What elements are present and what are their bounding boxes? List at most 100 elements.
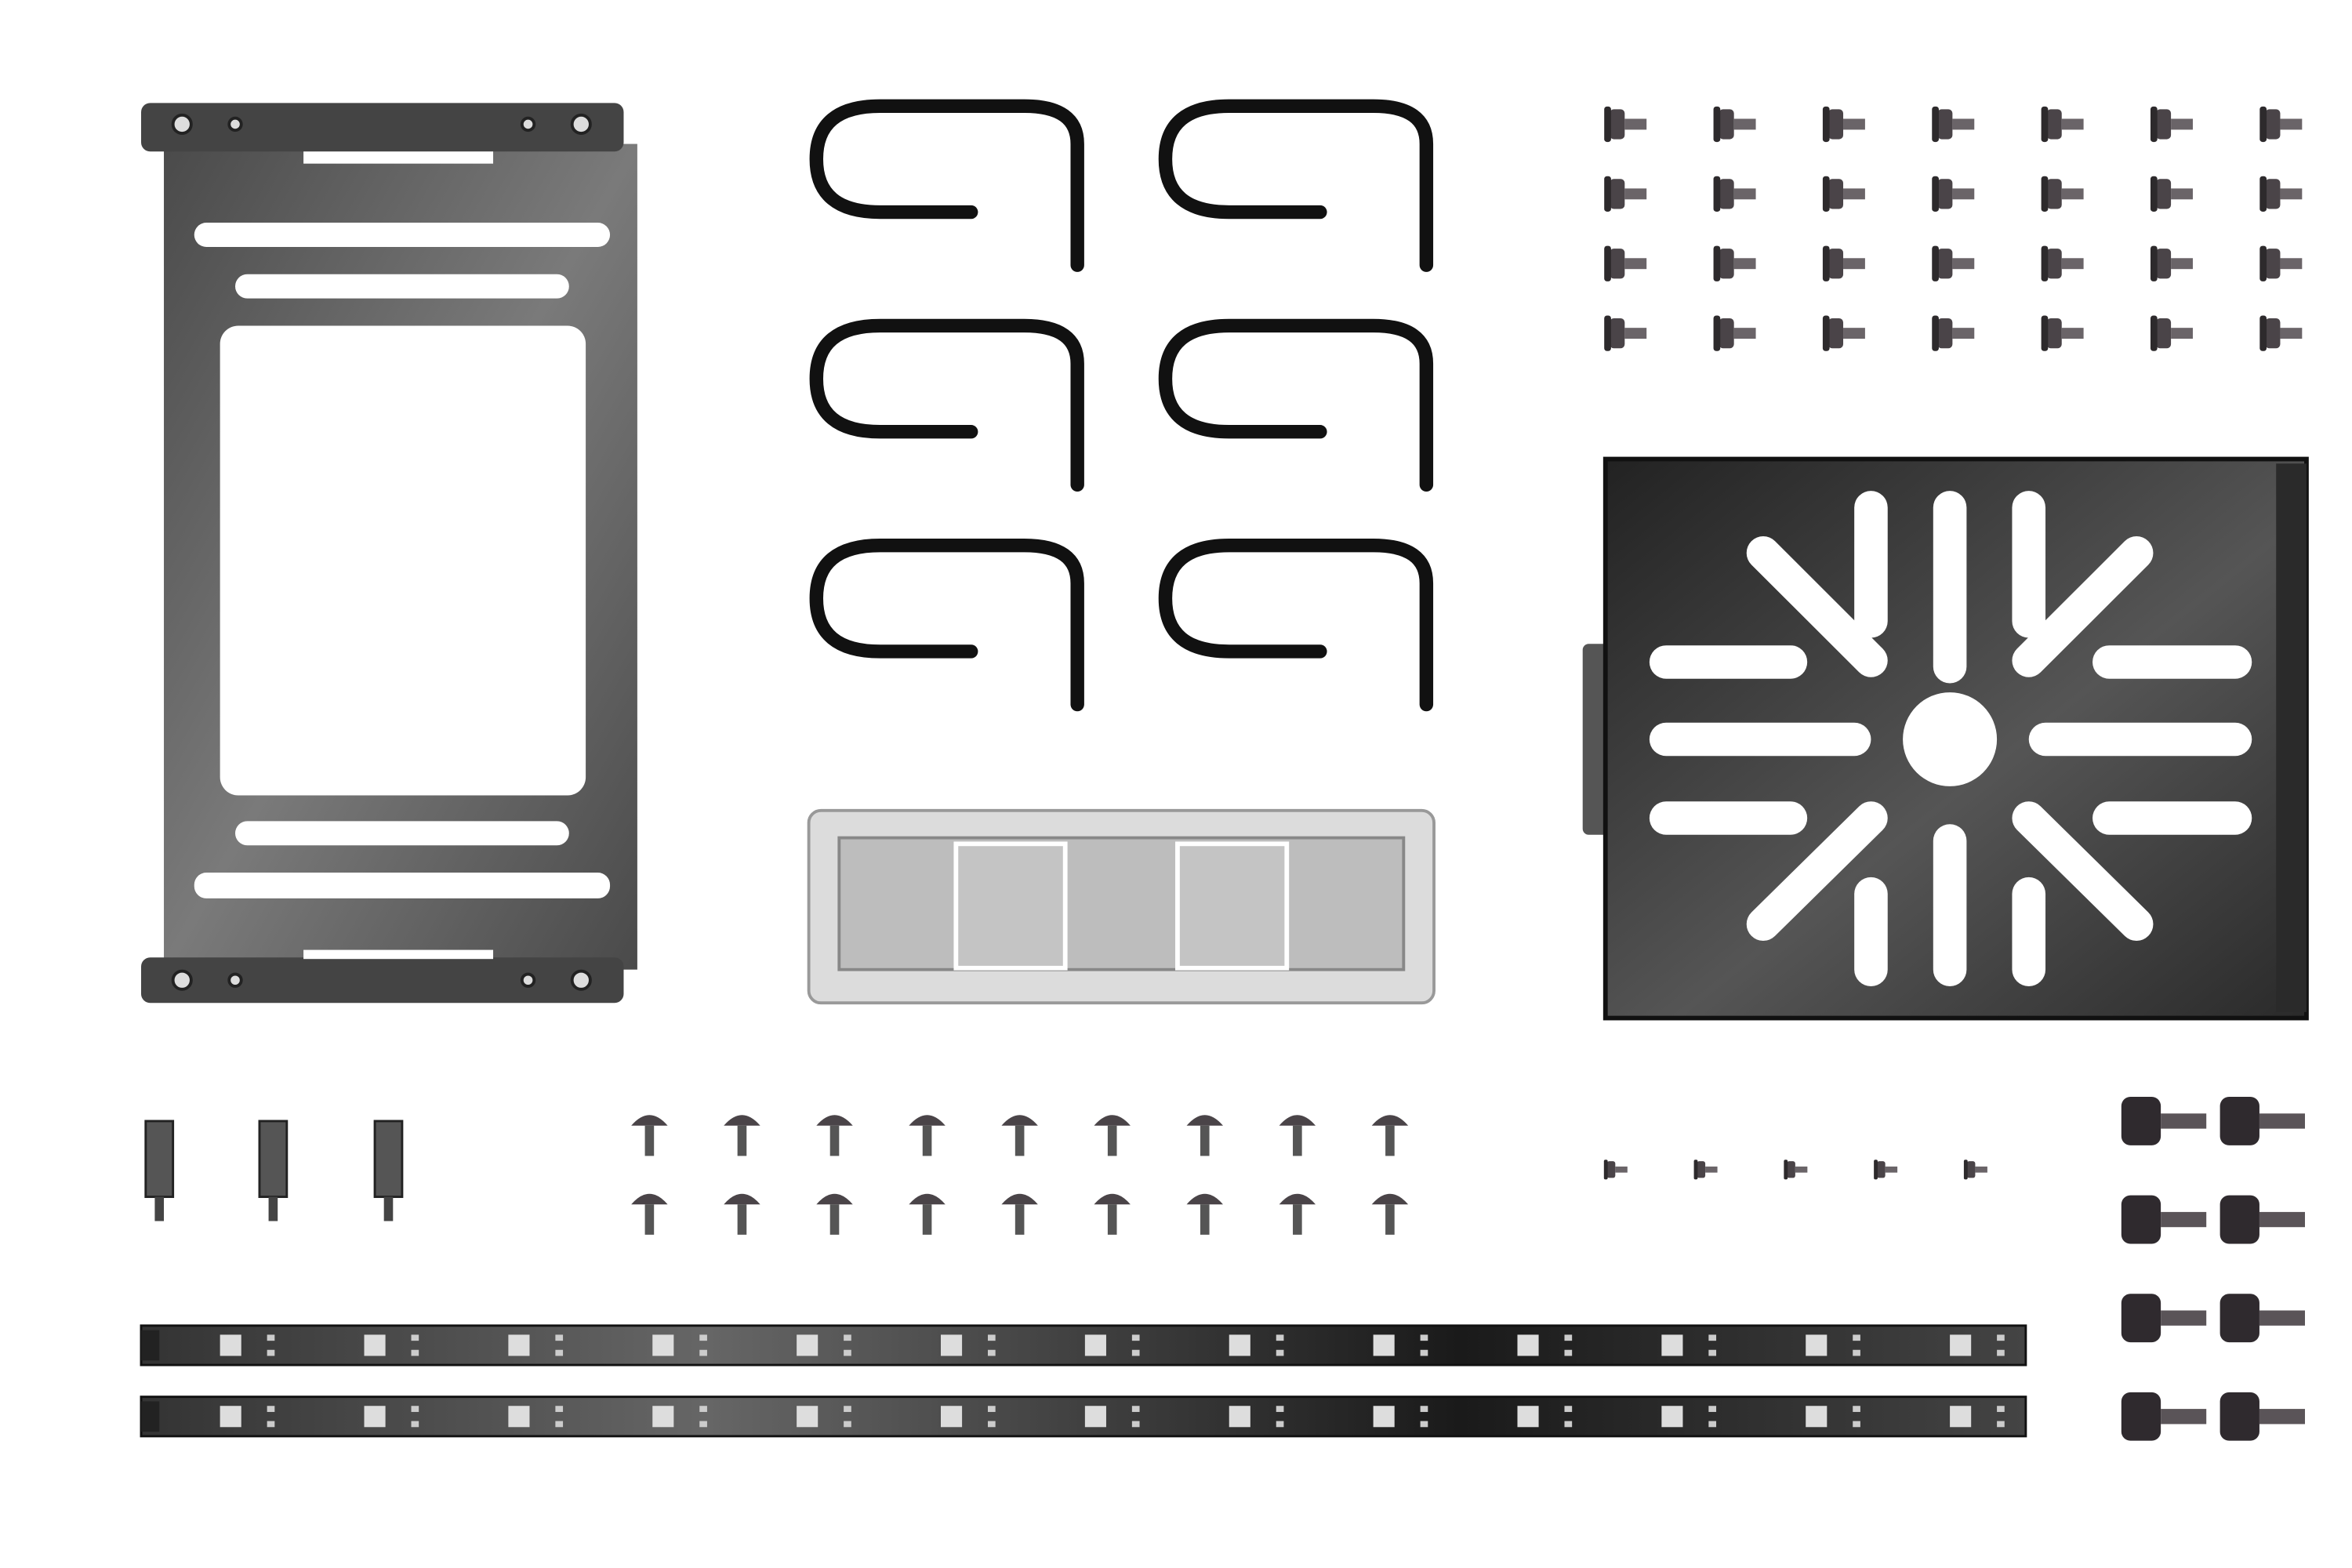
led xyxy=(220,1334,241,1356)
led xyxy=(1229,1334,1250,1356)
case-screw xyxy=(2259,315,2303,351)
hdd-bracket xyxy=(141,103,637,1004)
led xyxy=(1373,1406,1395,1428)
led xyxy=(1373,1334,1395,1356)
thumb-screw xyxy=(2121,1294,2207,1343)
mb-screw xyxy=(724,1115,760,1156)
led xyxy=(1806,1406,1828,1428)
mid-screw-grid xyxy=(631,1115,1409,1235)
case-screw xyxy=(2150,315,2193,351)
velcro-hooks xyxy=(809,99,1434,712)
mb-screw xyxy=(1094,1193,1131,1235)
tray-slots xyxy=(1649,491,2252,986)
thumb-screw xyxy=(2220,1294,2305,1343)
led xyxy=(1229,1406,1250,1428)
case-screw xyxy=(2259,106,2303,143)
case-screw xyxy=(1713,315,1756,351)
ssd-tray xyxy=(1582,456,2309,1021)
velcro-hook xyxy=(809,99,1084,272)
mb-screw xyxy=(816,1115,853,1156)
led xyxy=(941,1334,963,1356)
small-screw xyxy=(1784,1160,1808,1180)
led xyxy=(1084,1334,1106,1356)
led xyxy=(1661,1406,1683,1428)
mb-screw xyxy=(631,1115,668,1156)
thumb-screw xyxy=(2220,1097,2305,1145)
led xyxy=(941,1406,963,1428)
led-strip xyxy=(140,1324,2027,1367)
velcro-hook xyxy=(1158,538,1434,712)
case-screw xyxy=(1822,245,1865,281)
velcro-hook xyxy=(1158,318,1434,492)
velcro-hook xyxy=(1158,99,1434,272)
thumb-screw xyxy=(2121,1392,2207,1441)
led xyxy=(1517,1406,1539,1428)
drive-cover-panel xyxy=(807,808,1436,1005)
mb-screw xyxy=(1371,1193,1409,1235)
led xyxy=(797,1406,818,1428)
small-screw xyxy=(1603,1160,1628,1180)
led xyxy=(1950,1334,1972,1356)
mb-screw xyxy=(1186,1193,1223,1235)
small-screws xyxy=(1603,1160,1987,1180)
standoff xyxy=(144,1120,175,1221)
led xyxy=(508,1406,530,1428)
small-screw xyxy=(1963,1160,1987,1180)
mb-screw xyxy=(909,1193,946,1235)
case-screw xyxy=(1822,315,1865,351)
velcro-hook xyxy=(809,538,1084,712)
case-screw xyxy=(2041,315,2084,351)
mb-screw xyxy=(909,1115,946,1156)
mb-screw xyxy=(816,1193,853,1235)
velcro-hook xyxy=(809,318,1084,492)
led xyxy=(652,1334,674,1356)
mb-screw xyxy=(631,1193,668,1235)
case-screw xyxy=(2041,106,2084,143)
case-screw xyxy=(1604,245,1647,281)
case-screw xyxy=(1932,176,1975,212)
case-screw xyxy=(2150,245,2193,281)
case-screw xyxy=(1604,315,1647,351)
case-screw xyxy=(1713,176,1756,212)
thumb-screw xyxy=(2220,1195,2305,1244)
thumb-screws xyxy=(2121,1097,2305,1441)
led xyxy=(1661,1334,1683,1356)
led-strip xyxy=(140,1396,2027,1438)
mb-screw xyxy=(1279,1193,1316,1235)
led xyxy=(364,1406,386,1428)
mb-screw xyxy=(724,1193,760,1235)
case-screw xyxy=(1604,106,1647,143)
led xyxy=(1950,1406,1972,1428)
small-screw xyxy=(1874,1160,1898,1180)
thumb-screw xyxy=(2220,1392,2305,1441)
led xyxy=(1806,1334,1828,1356)
case-screw xyxy=(2150,106,2193,143)
led xyxy=(797,1334,818,1356)
led xyxy=(652,1406,674,1428)
led xyxy=(1084,1406,1106,1428)
led xyxy=(220,1406,241,1428)
case-screw xyxy=(2041,245,2084,281)
standoff xyxy=(373,1120,404,1221)
standoff xyxy=(258,1120,289,1221)
mb-screw xyxy=(1279,1115,1316,1156)
case-screw xyxy=(1822,106,1865,143)
case-screw xyxy=(2259,245,2303,281)
led xyxy=(364,1334,386,1356)
standoffs xyxy=(144,1120,404,1221)
mb-screw xyxy=(1186,1115,1223,1156)
case-screw xyxy=(1713,245,1756,281)
led xyxy=(1517,1334,1539,1356)
case-screw xyxy=(1713,106,1756,143)
case-screw xyxy=(1822,176,1865,212)
thumb-screw xyxy=(2121,1195,2207,1244)
case-screw xyxy=(1932,315,1975,351)
top-screw-grid xyxy=(1604,106,2303,351)
case-screw xyxy=(1932,106,1975,143)
led-strips xyxy=(140,1324,2027,1438)
small-screw xyxy=(1693,1160,1718,1180)
thumb-screw xyxy=(2121,1097,2207,1145)
case-screw xyxy=(2150,176,2193,212)
mb-screw xyxy=(1001,1115,1038,1156)
